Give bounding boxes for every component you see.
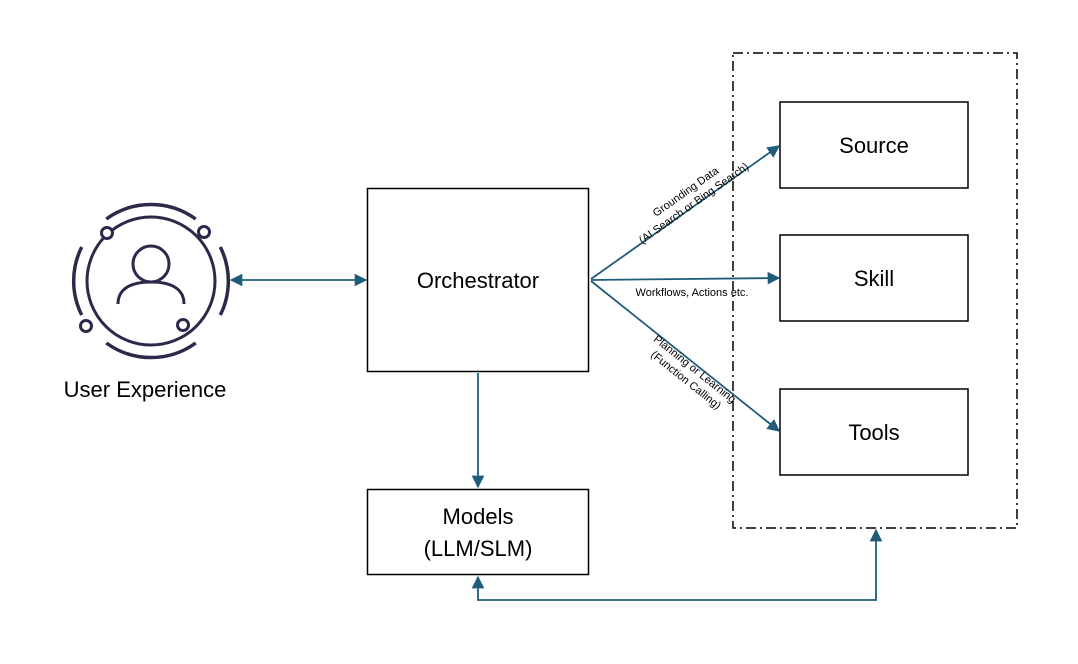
skill-box [779,234,969,322]
grounding-label-line2: (AI Search or Bing Search) [637,161,751,247]
models-label-line1: Models [443,504,514,529]
models-box [366,488,590,576]
source-label: Source [839,133,909,158]
orchestrator-box [366,187,590,373]
orchestrator-label: Orchestrator [417,268,539,293]
models-label-line2: (LLM/SLM) [424,536,533,561]
orchestrator-skill-arrow [590,271,781,285]
workflows-edge-label: Workflows, Actions etc. [636,287,749,299]
skill-label: Skill [854,266,894,291]
orchestrator-node: Orchestrator [366,187,590,373]
user-experience-label: User Experience [64,377,227,402]
skill-node: Skill [779,234,969,322]
tools-label: Tools [848,420,899,445]
orchestrator-tools-arrow [590,280,780,432]
models-node: Models (LLM/SLM) [366,488,590,576]
tools-box [779,388,969,476]
capabilities-group [732,52,1018,529]
source-node: Source [779,101,969,189]
models-group-connector [471,528,883,601]
tools-node: Tools [779,388,969,476]
user-circle-icon [71,202,231,360]
planning-edge-label: Planning or Learning (Function Calling) [648,333,738,412]
source-box [779,101,969,189]
orchestrator-source-arrow [590,145,781,280]
